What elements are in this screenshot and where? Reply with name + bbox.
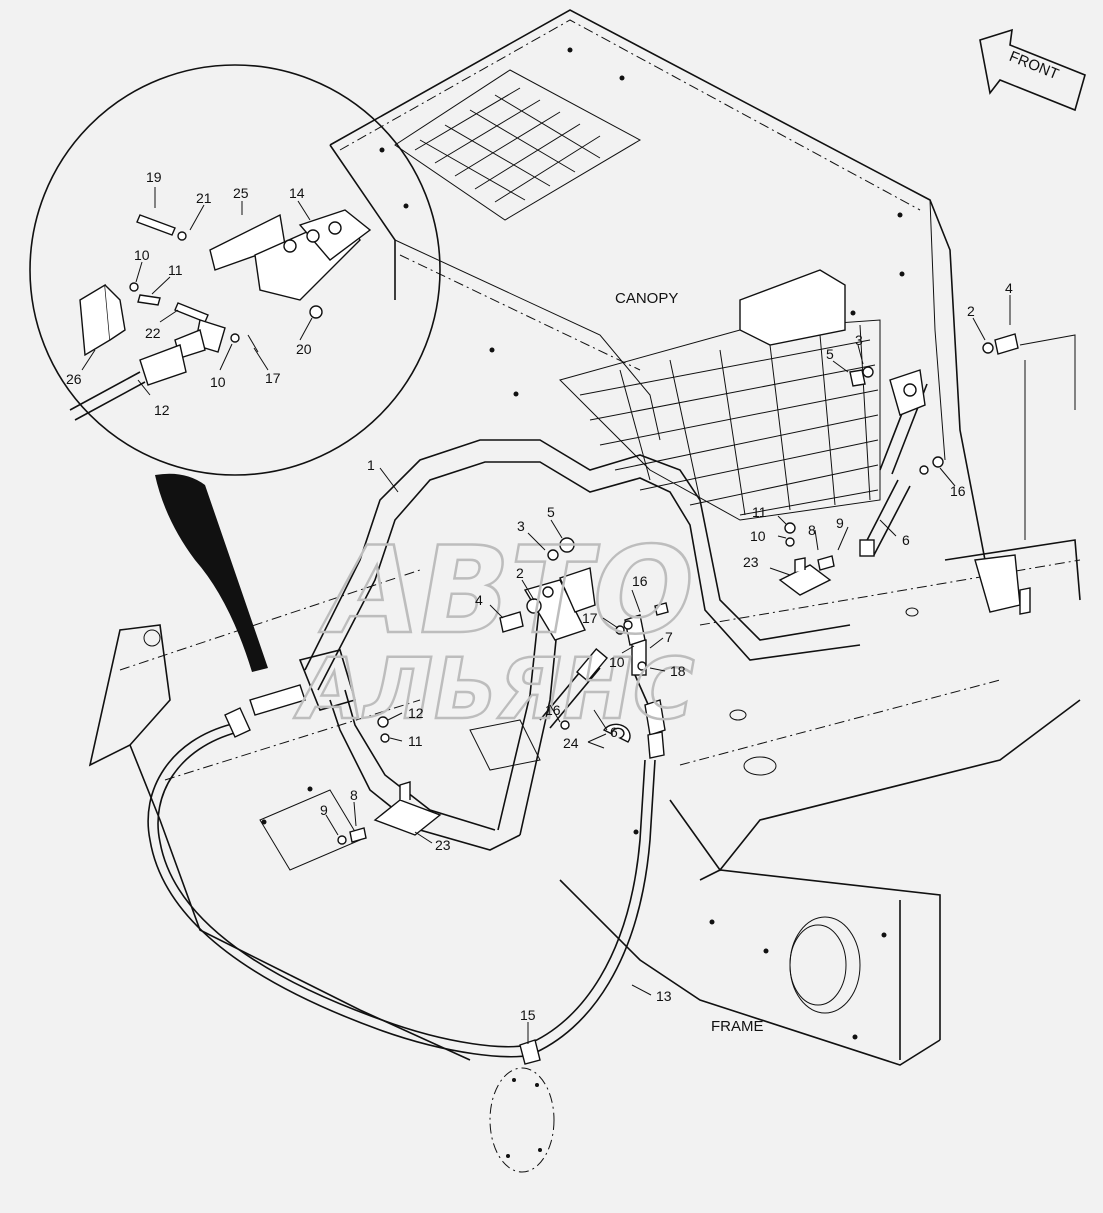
callout-13: 14 (289, 185, 305, 201)
rear-screen (559, 269, 881, 521)
callout-2: 2 (516, 565, 524, 581)
callout-20: 20 (296, 341, 312, 357)
callout-10: 11 (408, 733, 423, 749)
canopy-shape (329, 9, 986, 561)
hardware (337, 333, 1019, 845)
callout-25: 25 (233, 185, 249, 201)
callout-17: 17 (265, 370, 281, 386)
callout-14: 15 (520, 1007, 536, 1023)
frame-label: FRAME (711, 1018, 764, 1035)
callout-6: 6 (902, 532, 910, 548)
leader-lines (81, 187, 1011, 1044)
gas-springs (539, 369, 928, 729)
seat-bar (298, 439, 861, 851)
callouts: 1 2 2 3 3 4 4 5 5 6 6 7 8 8 9 9 10 10 10… (66, 169, 1013, 1023)
callout-9: 9 (836, 515, 844, 531)
callout-1: 1 (367, 457, 375, 473)
callout-10: 10 (134, 247, 150, 263)
callout-3: 3 (517, 518, 525, 534)
callout-5: 5 (547, 504, 555, 520)
callout-9: 9 (320, 802, 328, 818)
callout-16: 16 (950, 483, 966, 499)
detail-magnifier (29, 64, 441, 672)
watermark: АВТО АЛЬЯНС (289, 520, 708, 739)
callout-10: 10 (609, 654, 625, 670)
canopy-label: CANOPY (615, 290, 678, 307)
callout-5: 5 (826, 346, 834, 362)
control-cable (147, 684, 656, 1173)
callout-26: 26 (66, 371, 82, 387)
callout-3: 3 (855, 332, 863, 348)
callout-18: 18 (670, 663, 686, 679)
callout-15: 16 (632, 573, 648, 589)
callout-19: 19 (146, 169, 162, 185)
callout-11: 11 (752, 504, 767, 520)
machine-frame (88, 334, 1081, 1066)
callout-16: 16 (545, 702, 561, 718)
callout-12: 13 (656, 988, 672, 1004)
lever-assembly (624, 614, 666, 759)
callout-23: 23 (743, 554, 759, 570)
brackets-23 (373, 557, 832, 836)
callout-11: 12 (408, 705, 424, 721)
callout-8: 8 (350, 787, 358, 803)
callout-4: 4 (1005, 280, 1013, 296)
watermark-bottom: АЛЬЯНС (290, 640, 703, 738)
callout-22: 22 (145, 325, 161, 341)
callout-2: 2 (967, 303, 975, 319)
callout-7: 7 (665, 629, 673, 645)
callout-24: 24 (563, 735, 579, 751)
roof-vent-grille (394, 69, 642, 221)
front-label: FRONT (1007, 48, 1061, 83)
callout-23: 23 (435, 837, 451, 853)
callout-11: 11 (168, 262, 183, 278)
callout-12: 12 (154, 402, 170, 418)
callout-17: 17 (582, 610, 598, 626)
callout-10: 10 (750, 528, 766, 544)
callout-10: 10 (210, 374, 226, 390)
callout-21: 21 (196, 190, 212, 206)
callout-6: 6 (610, 724, 618, 740)
watermark-top: АВТО (313, 521, 706, 661)
callout-4: 4 (475, 592, 483, 608)
front-arrow: FRONT (979, 28, 1086, 112)
callout-8: 8 (808, 522, 816, 538)
